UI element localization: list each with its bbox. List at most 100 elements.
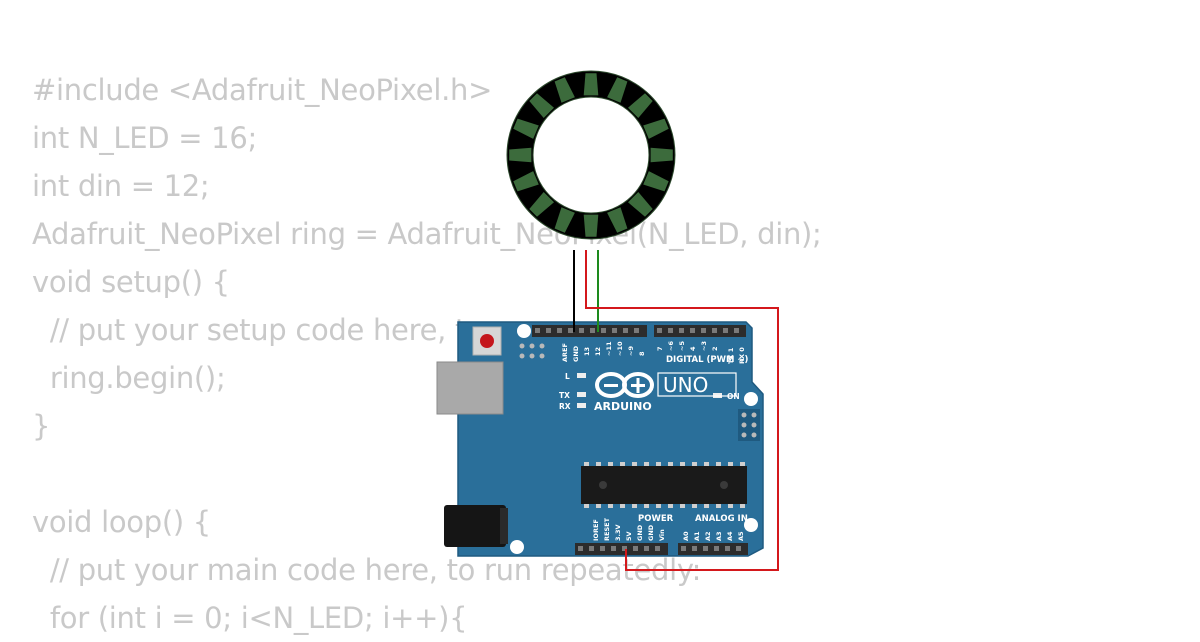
pin-label-gnd-1: GND (636, 524, 644, 541)
neopixel-led (513, 118, 539, 139)
neopixel-divider (623, 204, 638, 225)
pin-label-11: ~11 (605, 341, 613, 356)
digital-header-label: DIGITAL (PWM ~) (666, 355, 748, 365)
neopixel-led (643, 171, 669, 192)
code-line: for (int i = 0; i<N_LED; i++){ (32, 601, 468, 635)
arduino-uno-board[interactable]: AREF GND 13 12 ~11 ~10 ~9 8 7 ~6 ~5 4 ~3… (436, 321, 764, 557)
neopixel-led (509, 147, 532, 163)
neopixel-led (583, 73, 599, 96)
neopixel-divider (623, 85, 638, 106)
pin-label-a1: A1 (693, 531, 701, 541)
pin-label-vin: Vin (658, 529, 666, 541)
pin-label-9: ~9 (627, 346, 635, 356)
pin-label-gnd: GND (572, 345, 580, 362)
neopixel-divider (601, 74, 609, 97)
code-line: int N_LED = 16; (32, 121, 257, 155)
power-header-label: POWER (638, 514, 674, 524)
pin-label-a0: A0 (682, 531, 690, 541)
pin-label-tx: TX 1 (727, 347, 735, 364)
pin-label-4: 4 (689, 346, 697, 351)
analog-header-label: ANALOG IN (695, 514, 748, 524)
pin-label-3: ~3 (700, 341, 708, 351)
neopixel-divider (649, 165, 672, 173)
pin-label-reset: RESET (603, 517, 611, 541)
mounting-hole (517, 324, 531, 338)
pin-label-10: ~10 (616, 341, 624, 356)
code-line: // put your main code here, to run repea… (32, 553, 702, 587)
pin-label-a2: A2 (704, 531, 712, 541)
code-line: // put your setup code here, t (32, 313, 467, 347)
uno-badge (657, 372, 737, 397)
neopixel-divider (640, 108, 661, 123)
neopixel-ring[interactable] (506, 70, 676, 240)
neopixel-led (513, 171, 539, 192)
neopixel-led (529, 192, 554, 217)
reset-button-cap[interactable] (480, 334, 494, 348)
neopixel-divider (544, 204, 559, 225)
pin-label-gnd-2: GND (647, 524, 655, 541)
neopixel-led (628, 93, 653, 118)
digital-header-right (654, 325, 746, 337)
pin-label-a4: A4 (726, 531, 734, 541)
mounting-hole (510, 540, 524, 554)
neopixel-divider (573, 74, 581, 97)
led-label-rx: RX (559, 402, 571, 411)
pin-label-5: ~5 (678, 341, 686, 351)
icsp-header (738, 409, 760, 441)
code-line: #include <Adafruit_NeoPixel.h> (32, 73, 493, 107)
neopixel-divider (510, 165, 533, 173)
neopixel-divider (640, 187, 661, 202)
code-line: } (32, 409, 51, 443)
dc-power-jack (444, 505, 506, 547)
led-rx (577, 403, 586, 408)
pin-label-rx: RX 0 (738, 347, 746, 364)
icsp-header-usb (519, 343, 545, 359)
neopixel-led (554, 207, 575, 233)
led-tx (577, 392, 586, 397)
pin-label-8: 8 (638, 351, 646, 356)
neopixel-divider (510, 137, 533, 145)
pin-label-3v3: 3.3V (614, 524, 622, 541)
mounting-hole (744, 518, 758, 532)
code-line: ring.begin(); (32, 361, 226, 395)
wires[interactable] (573, 250, 779, 571)
pin-label-5v: 5V (625, 531, 633, 541)
neopixel-led (607, 77, 628, 103)
neopixel-divider (521, 187, 542, 202)
atmega-chip (581, 462, 747, 508)
pin-label-12: 12 (594, 347, 602, 356)
board-brand-label: ARDUINO (594, 400, 652, 413)
code-line: void setup() { (32, 265, 230, 299)
neopixel-led (583, 214, 599, 237)
code-editor[interactable]: #include <Adafruit_NeoPixel.h>int N_LED … (32, 66, 822, 642)
code-line: int din = 12; (32, 169, 210, 203)
code-line: Adafruit_NeoPixel ring = Adafruit_NeoPix… (32, 217, 822, 251)
neopixel-led (554, 77, 575, 103)
arduino-infinity-logo-icon (595, 372, 654, 398)
pin-label-6: ~6 (667, 341, 675, 351)
neopixel-divider (649, 137, 672, 145)
neopixel-led (643, 118, 669, 139)
pin-label-7: 7 (656, 346, 664, 351)
neopixel-divider (521, 108, 542, 123)
neopixel-led (607, 207, 628, 233)
neopixel-divider (544, 85, 559, 106)
neopixel-divider (573, 213, 581, 236)
pin-label-2: 2 (711, 346, 719, 351)
pin-label-a3: A3 (715, 531, 723, 541)
wire-5v[interactable] (585, 250, 779, 571)
led-l (577, 373, 586, 378)
power-header (575, 543, 668, 555)
board-model-label: UNO (663, 373, 708, 397)
neopixel-led (529, 93, 554, 118)
pin-label-aref: AREF (561, 343, 569, 362)
neopixel-led (628, 192, 653, 217)
led-label-tx: TX (559, 391, 570, 400)
neopixel-divider (601, 213, 609, 236)
pin-label-a5: A5 (737, 531, 745, 541)
mounting-hole (744, 392, 758, 406)
usb-connector (436, 361, 504, 415)
code-line: void loop() { (32, 505, 211, 539)
neopixel-led (650, 147, 673, 163)
